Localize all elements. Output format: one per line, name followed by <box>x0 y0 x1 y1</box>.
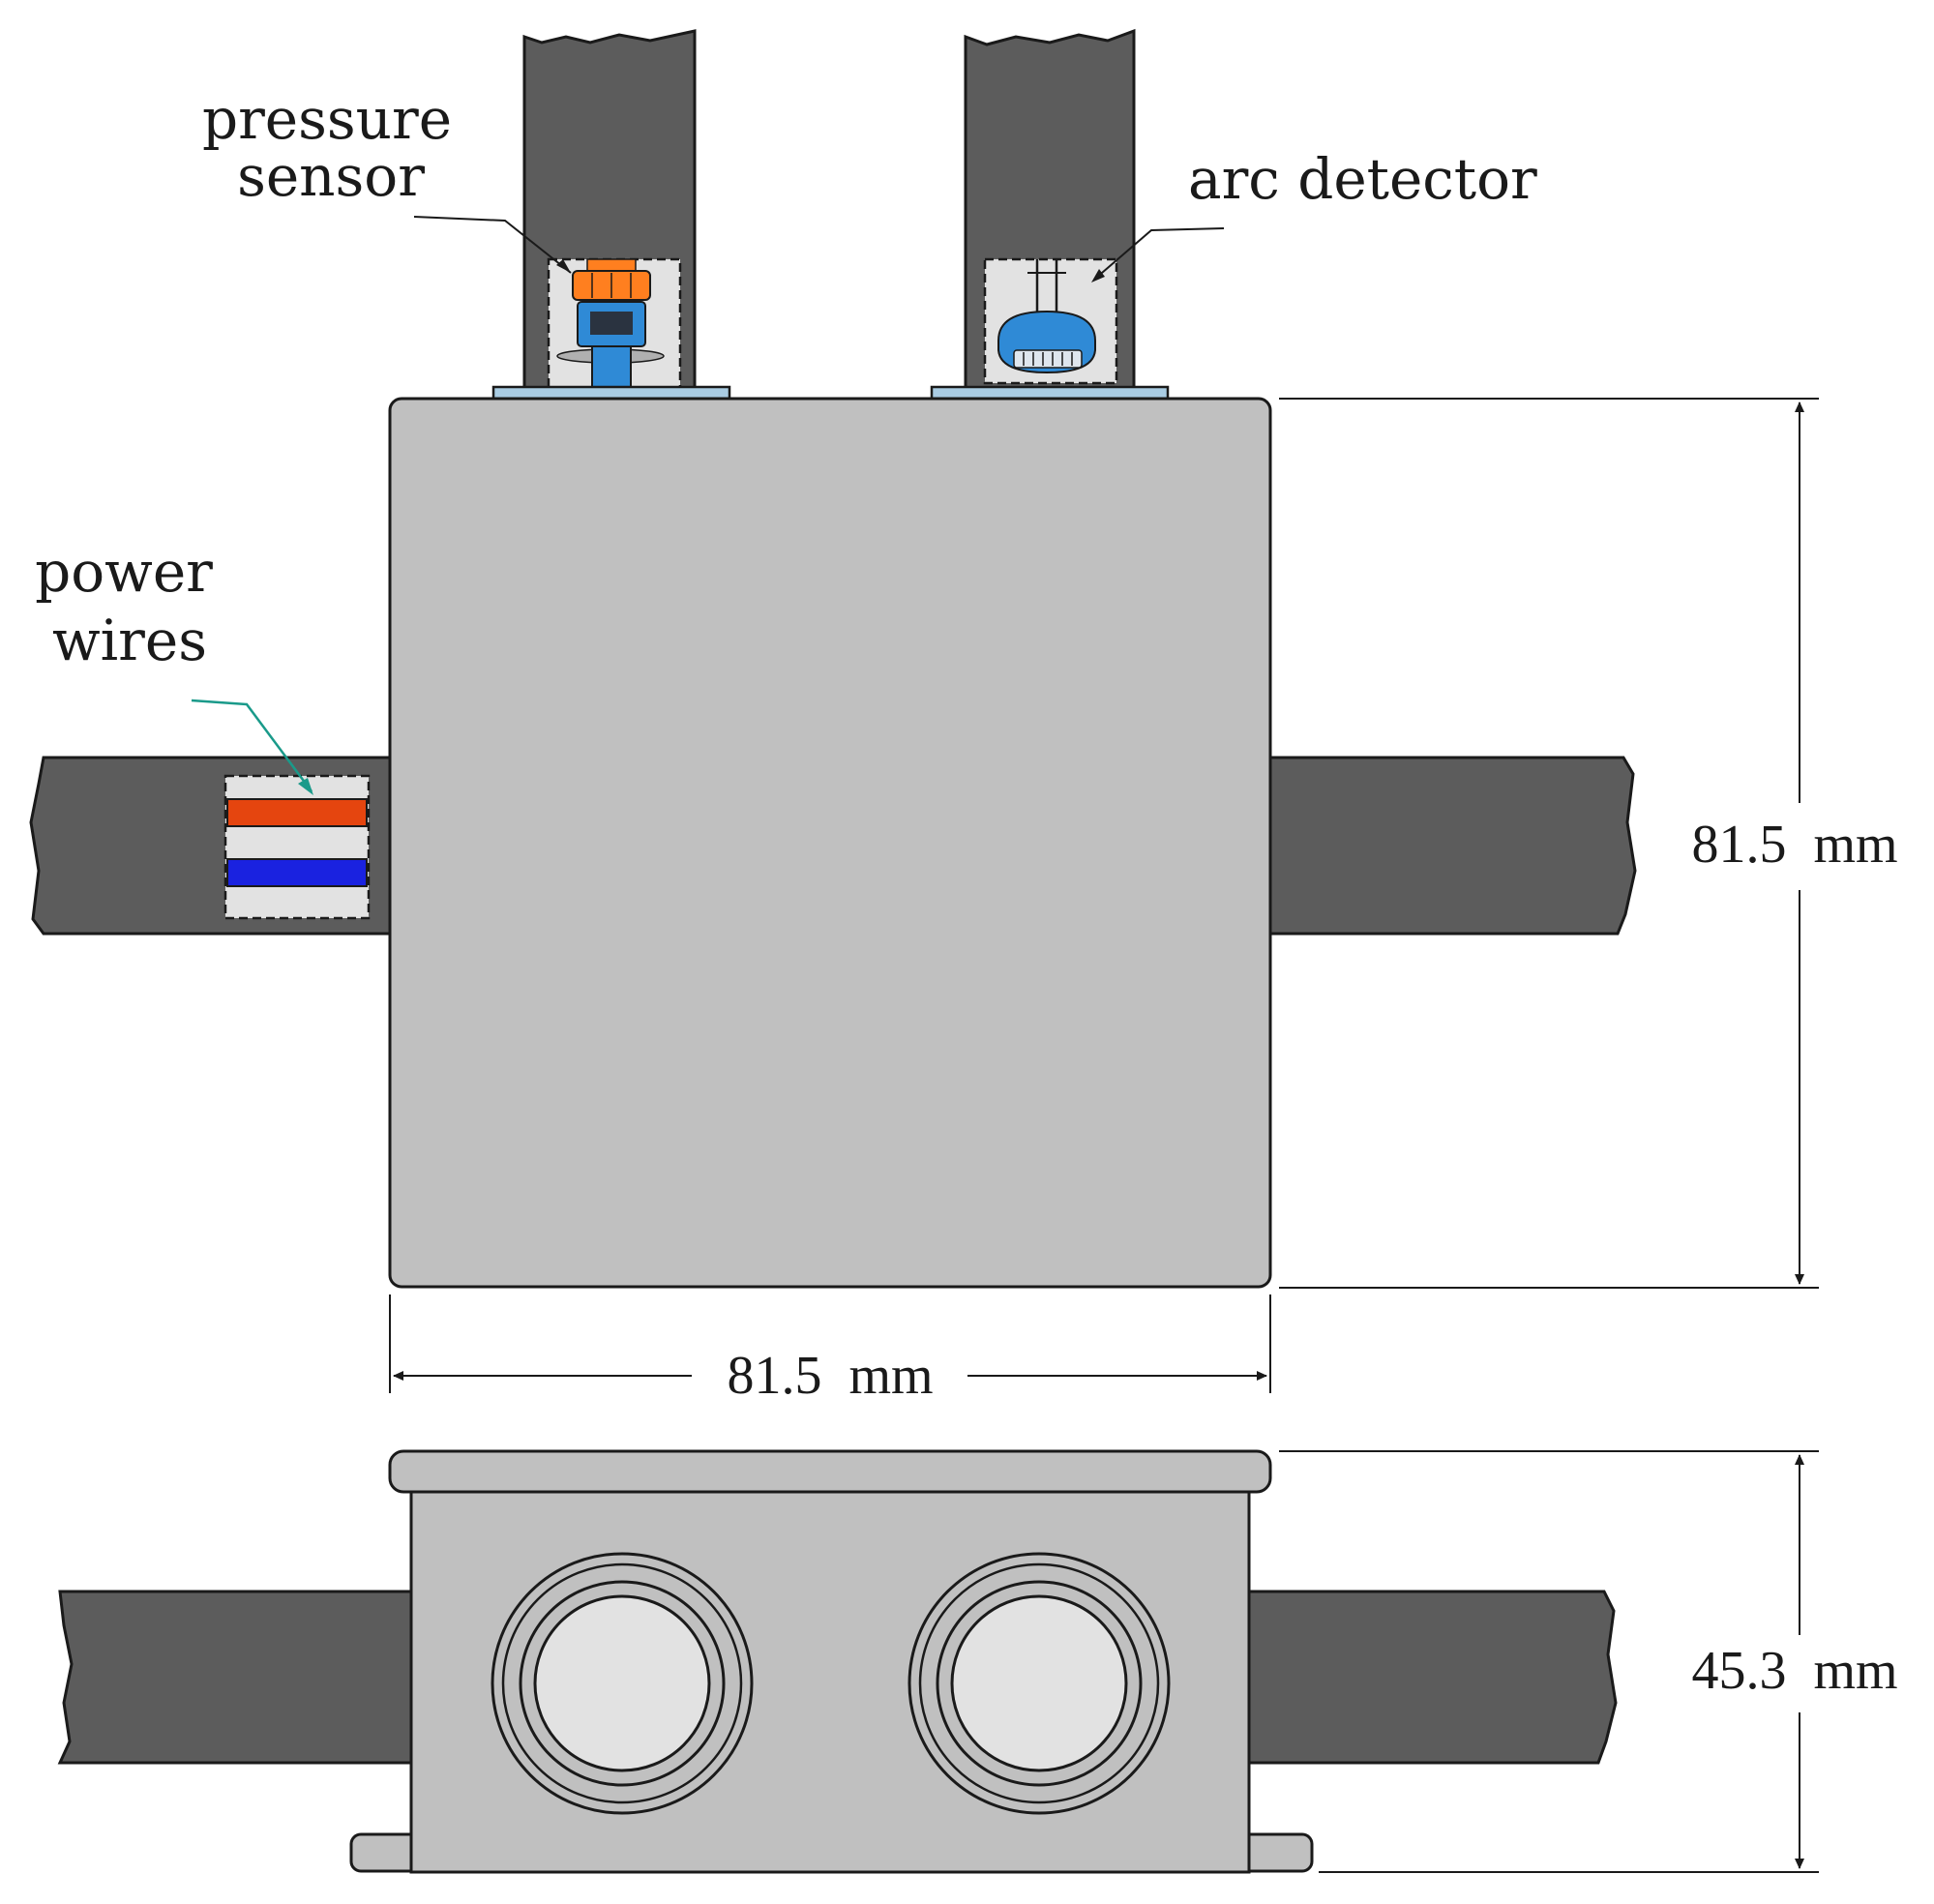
enclosure-top-view <box>388 397 1272 1289</box>
power-wires-inset <box>223 774 371 920</box>
top-width-dimension-label: 81.5 mm <box>727 1346 933 1406</box>
power-wires-label-line1: power <box>35 539 213 605</box>
side-height-dimension-label: 45.3 mm <box>1691 1641 1897 1701</box>
pressure-sensor-label-line2: sensor <box>237 143 425 209</box>
side-cable-left <box>57 1590 418 1765</box>
side-port-left <box>491 1552 754 1815</box>
power-wires-label-line2: wires <box>52 608 207 673</box>
top-height-dimension-label: 81.5 mm <box>1691 815 1897 875</box>
cable-right <box>1256 756 1637 936</box>
arc-detector-label: arc detector <box>1188 146 1537 212</box>
side-port-right <box>907 1552 1171 1815</box>
pressure-sensor-inset <box>547 257 682 397</box>
pressure-sensor-leader <box>413 216 572 274</box>
enclosure-side-view-lid <box>388 1449 1272 1494</box>
side-cable-right <box>1246 1590 1618 1765</box>
power-wires-leader <box>191 699 313 792</box>
arc-detector-leader <box>1094 227 1225 280</box>
pressure-sensor-label-line1: pressure <box>202 86 452 152</box>
